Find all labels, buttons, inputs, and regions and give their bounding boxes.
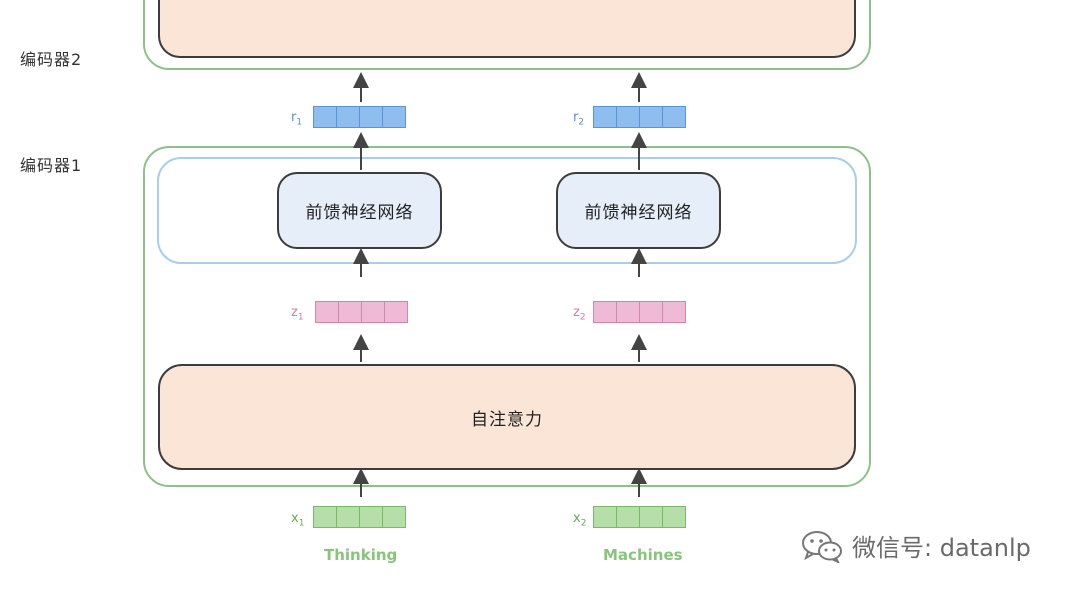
watermark-text: 微信号: datanlp [852, 534, 1031, 562]
r2-vector [593, 106, 686, 128]
r1-vector [313, 106, 406, 128]
word-thinking: Thinking [324, 546, 398, 564]
x1-label: x1 [291, 511, 305, 529]
r1-label: r1 [291, 110, 303, 128]
encoder2-label: 编码器2 [20, 50, 83, 69]
x2-vector [593, 506, 686, 528]
self-attention-label: 自注意力 [471, 409, 543, 430]
z1-vector [315, 301, 408, 323]
z2-vector [593, 301, 686, 323]
ffn-band [157, 157, 857, 264]
ffn-box-right: 前馈神经网络 [556, 172, 721, 249]
ffn-box-left: 前馈神经网络 [277, 172, 442, 249]
r2-label: r2 [573, 110, 585, 128]
x2-label: x2 [573, 511, 587, 529]
ffn-label-right: 前馈神经网络 [584, 203, 693, 223]
z2-label: z2 [573, 305, 586, 323]
encoder2-box [143, 0, 871, 70]
z1-label: z1 [291, 305, 304, 323]
watermark: 微信号: datanlp [800, 528, 1031, 564]
self-attention-box: 自注意力 [158, 364, 856, 470]
word-machines: Machines [603, 546, 683, 564]
x1-vector [313, 506, 406, 528]
encoder1-box [143, 146, 871, 487]
encoder2-top-layer [158, 0, 856, 58]
encoder1-label: 编码器1 [20, 156, 83, 175]
wechat-icon [800, 529, 844, 564]
ffn-label-left: 前馈神经网络 [305, 203, 414, 223]
